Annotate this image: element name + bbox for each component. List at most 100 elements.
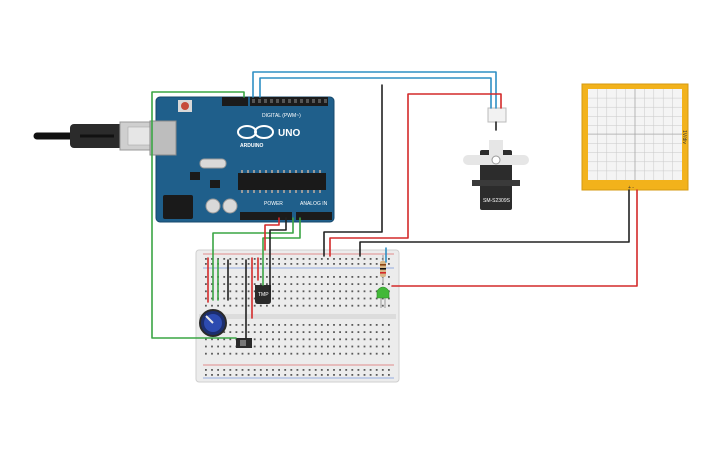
slide-switch[interactable] xyxy=(236,338,252,348)
breadboard-hole xyxy=(266,304,268,307)
wire-green-left[interactable] xyxy=(151,91,245,339)
breadboard-hole xyxy=(339,258,341,260)
breadboard-hole xyxy=(229,258,232,260)
breadboard-hole xyxy=(375,290,378,293)
breadboard-hole xyxy=(302,369,305,371)
breadboard-hole xyxy=(229,290,232,293)
breadboard-hole xyxy=(345,283,348,285)
breadboard-hole xyxy=(266,258,268,260)
breadboard-hole xyxy=(327,258,329,260)
breadboard-hole xyxy=(320,283,323,285)
breadboard-hole xyxy=(235,304,238,307)
wire-black-scope[interactable] xyxy=(359,189,630,257)
temperature-sensor[interactable]: TMP xyxy=(255,285,271,304)
wire-red-scope[interactable] xyxy=(391,189,638,287)
wire-black-servo[interactable] xyxy=(323,84,497,257)
breadboard-hole xyxy=(290,304,293,307)
breadboard-hole xyxy=(327,290,329,293)
green-led[interactable] xyxy=(376,286,390,308)
breadboard-hole xyxy=(223,263,226,265)
breadboard-hole xyxy=(339,352,341,355)
breadboard-hole xyxy=(375,283,378,285)
breadboard-hole xyxy=(284,324,287,326)
breadboard-hole xyxy=(339,304,341,307)
breadboard-hole xyxy=(388,345,390,348)
arduino-board[interactable]: DIGITAL (PWM~) UNO ARDUINO xyxy=(149,96,335,223)
usb-cable[interactable] xyxy=(33,121,157,151)
breadboard-hole xyxy=(278,304,280,307)
wire-green-power[interactable] xyxy=(212,217,294,301)
breadboard-hole xyxy=(327,324,329,326)
breadboard-hole xyxy=(369,324,372,326)
breadboard-hole xyxy=(241,331,244,333)
breadboard-hole xyxy=(308,331,311,333)
breadboard-hole xyxy=(345,258,348,260)
breadboard-hole xyxy=(381,331,384,333)
breadboard-hole xyxy=(339,338,341,341)
breadboard-hole xyxy=(327,276,329,278)
breadboard-hole xyxy=(235,297,238,300)
arduino-model: UNO xyxy=(278,128,300,139)
reset-button[interactable] xyxy=(181,102,189,110)
wire-blue-1[interactable] xyxy=(252,71,497,109)
breadboard-hole xyxy=(357,276,360,278)
breadboard-hole xyxy=(302,263,305,265)
breadboard-hole xyxy=(333,374,335,376)
breadboard-hole xyxy=(388,276,390,278)
breadboard-hole xyxy=(333,331,335,333)
breadboard-hole xyxy=(290,369,293,371)
breadboard-hole xyxy=(333,290,335,293)
breadboard-hole xyxy=(363,331,366,333)
breadboard-hole xyxy=(296,276,299,278)
wire-red-5v[interactable] xyxy=(264,217,280,251)
oscilloscope[interactable]: 1V/div + - xyxy=(581,83,689,191)
servo-motor[interactable]: SM-S2309S xyxy=(463,107,529,210)
breadboard-hole xyxy=(339,283,341,285)
breadboard-hole xyxy=(388,369,390,371)
breadboard-hole xyxy=(388,352,390,355)
breadboard-hole xyxy=(229,352,232,355)
breadboard[interactable] xyxy=(195,249,400,383)
wire-blue-2[interactable] xyxy=(259,77,492,109)
breadboard-hole xyxy=(345,263,348,265)
breadboard-hole xyxy=(284,258,287,260)
breadboard-hole xyxy=(223,369,226,371)
breadboard-hole xyxy=(241,263,244,265)
breadboard-hole xyxy=(290,290,293,293)
breadboard-hole xyxy=(369,258,372,260)
breadboard-hole xyxy=(205,352,207,355)
breadboard-hole xyxy=(241,374,244,376)
breadboard-hole xyxy=(223,331,226,333)
breadboard-hole xyxy=(302,283,305,285)
breadboard-hole xyxy=(211,338,213,341)
wire-green-analog[interactable] xyxy=(262,217,301,286)
breadboard-hole xyxy=(363,374,366,376)
breadboard-hole xyxy=(302,290,305,293)
breadboard-hole xyxy=(296,369,299,371)
breadboard-hole xyxy=(253,324,256,326)
wire-red-servo[interactable] xyxy=(329,93,502,257)
breadboard-hole xyxy=(351,374,354,376)
sensor-label: TMP xyxy=(258,292,269,298)
breadboard-hole xyxy=(351,331,354,333)
breadboard-hole xyxy=(259,369,262,371)
breadboard-hole xyxy=(205,369,207,371)
breadboard-hole xyxy=(320,352,323,355)
breadboard-hole xyxy=(363,290,366,293)
breadboard-hole xyxy=(381,297,384,300)
breadboard-hole xyxy=(375,374,378,376)
breadboard-hole xyxy=(308,263,311,265)
breadboard-hole xyxy=(314,290,317,293)
breadboard-hole xyxy=(302,338,305,341)
breadboard-hole xyxy=(272,331,274,333)
breadboard-hole xyxy=(211,258,213,260)
breadboard-hole xyxy=(327,369,329,371)
breadboard-hole xyxy=(284,283,287,285)
breadboard-hole xyxy=(381,352,384,355)
breadboard-hole xyxy=(205,345,207,348)
breadboard-hole xyxy=(308,297,311,300)
breadboard-hole xyxy=(247,263,250,265)
wire-black-gnd[interactable] xyxy=(269,217,287,291)
potentiometer[interactable] xyxy=(199,309,227,337)
breadboard-hole xyxy=(302,304,305,307)
